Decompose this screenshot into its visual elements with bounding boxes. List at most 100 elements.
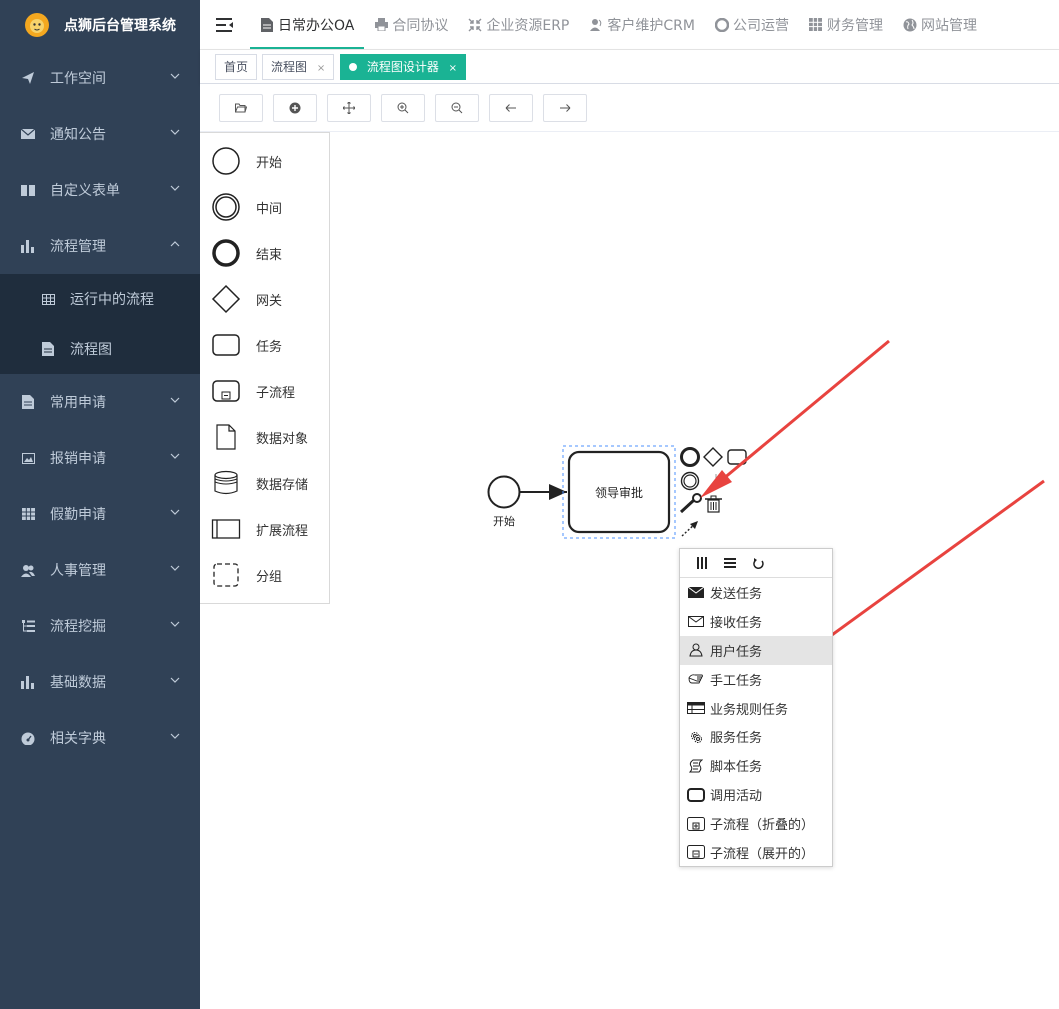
annotation-arrow-2 xyxy=(802,479,1045,656)
start-event-icon xyxy=(200,138,252,184)
loop-icon[interactable] xyxy=(744,552,772,574)
start-event-node[interactable] xyxy=(487,475,521,509)
palette-label: 任务 xyxy=(256,339,283,355)
menu-item-receive-task[interactable]: 接收任务 xyxy=(680,607,832,636)
sidebar-item-label: 运行中的流程 xyxy=(70,292,154,308)
lion-logo-icon xyxy=(25,13,49,37)
change-type-wrench-icon[interactable] xyxy=(679,493,702,514)
sidebar-item-leave[interactable]: 假勤申请 xyxy=(0,486,200,542)
close-icon[interactable]: × xyxy=(448,63,458,74)
sidebar-item-common-applications[interactable]: 常用申请 xyxy=(0,374,200,430)
palette-intermediate-event[interactable]: 中间 xyxy=(200,184,328,230)
menu-item-subprocess-collapsed[interactable]: 子流程（折叠的） xyxy=(680,809,832,838)
undo-button[interactable] xyxy=(489,94,533,122)
envelope-outline-icon xyxy=(686,613,706,629)
zoom-out-button[interactable] xyxy=(435,94,479,122)
chevron-down-icon xyxy=(170,565,180,571)
move-canvas-button[interactable] xyxy=(327,94,371,122)
sidebar-item-running-processes[interactable]: 运行中的流程 xyxy=(0,274,200,324)
menu-item-send-task[interactable]: 发送任务 xyxy=(680,578,832,607)
append-end-event-icon[interactable] xyxy=(680,447,700,467)
parallel-multi-instance-icon[interactable] xyxy=(688,552,716,574)
topnav-tab-operations[interactable]: 公司运营 xyxy=(705,0,799,49)
chevron-down-icon xyxy=(170,73,180,79)
tag-home[interactable]: 首页 xyxy=(215,54,258,80)
sidebar-item-label: 报销申请 xyxy=(50,451,106,467)
palette-pool[interactable]: 扩展流程 xyxy=(200,506,328,552)
palette-task[interactable]: 任务 xyxy=(200,322,328,368)
hand-icon xyxy=(686,671,706,687)
close-icon[interactable]: × xyxy=(316,63,326,74)
bar-chart-icon xyxy=(20,238,36,254)
sidebar-item-label: 通知公告 xyxy=(50,127,106,143)
chevron-down-icon xyxy=(170,397,180,403)
delete-trash-icon[interactable] xyxy=(705,495,722,513)
connect-arrow-icon[interactable] xyxy=(681,521,698,537)
palette-subprocess[interactable]: 子流程 xyxy=(200,368,328,414)
topnav-tab-erp[interactable]: 企业资源ERP xyxy=(458,0,579,49)
topnav-tab-contracts[interactable]: 合同协议 xyxy=(364,0,458,49)
hamburger-toggle[interactable] xyxy=(200,0,250,49)
lifebuoy-icon xyxy=(714,17,729,32)
task-node[interactable] xyxy=(567,450,671,534)
palette-group[interactable]: 分组 xyxy=(200,552,328,598)
topnav-tab-oa[interactable]: 日常办公OA xyxy=(250,0,365,49)
sidebar-item-workspace[interactable]: 工作空间 xyxy=(0,50,200,106)
tag-flowchart-designer[interactable]: 流程图设计器 × xyxy=(340,54,467,80)
sidebar-item-basic-data[interactable]: 基础数据 xyxy=(0,654,200,710)
sidebar-item-hr[interactable]: 人事管理 xyxy=(0,542,200,598)
task-icon xyxy=(200,322,252,368)
calendar-grid-icon xyxy=(20,506,36,522)
sequential-multi-instance-icon[interactable] xyxy=(716,552,744,574)
menu-item-service-task[interactable]: 服务任务 xyxy=(680,722,832,751)
grid-icon xyxy=(40,291,56,307)
zoom-in-button[interactable] xyxy=(381,94,425,122)
app-title: 点狮后台管理系统 xyxy=(64,18,176,34)
chevron-down-icon xyxy=(170,129,180,135)
sidebar-item-dictionary[interactable]: 相关字典 xyxy=(0,710,200,766)
menu-item-call-activity[interactable]: 调用活动 xyxy=(680,780,832,809)
user-task-icon xyxy=(686,642,706,658)
subprocess-icon xyxy=(200,368,252,414)
palette-end-event[interactable]: 结束 xyxy=(200,230,328,276)
sidebar-item-reimbursement[interactable]: 报销申请 xyxy=(0,430,200,486)
subprocess-collapsed-icon xyxy=(686,816,706,832)
tag-flowchart[interactable]: 流程图 × xyxy=(262,54,335,80)
sidebar-item-process-management[interactable]: 流程管理 xyxy=(0,218,200,274)
topnav-tab-website[interactable]: 网站管理 xyxy=(893,0,987,49)
tag-label: 流程图设计器 xyxy=(366,60,439,74)
palette-data-store[interactable]: 数据存储 xyxy=(200,460,328,506)
sidebar-item-notices[interactable]: 通知公告 xyxy=(0,106,200,162)
open-file-button[interactable] xyxy=(219,94,263,122)
palette-data-object[interactable]: 数据对象 xyxy=(200,414,328,460)
palette-start-event[interactable]: 开始 xyxy=(200,138,328,184)
users-icon xyxy=(20,562,36,578)
sidebar-item-process-mining[interactable]: 流程挖掘 xyxy=(0,598,200,654)
intermediate-event-icon xyxy=(200,184,252,230)
gateway-icon xyxy=(200,276,252,322)
menu-item-script-task[interactable]: 脚本任务 xyxy=(680,751,832,780)
palette-label: 子流程 xyxy=(256,385,296,401)
menu-item-user-task[interactable]: 用户任务 xyxy=(680,635,832,665)
menu-item-manual-task[interactable]: 手工任务 xyxy=(680,665,832,694)
pool-icon xyxy=(200,506,252,552)
chevron-down-icon xyxy=(170,621,180,627)
palette-gateway[interactable]: 网关 xyxy=(200,276,328,322)
topnav-tab-crm[interactable]: 客户维护CRM xyxy=(579,0,705,49)
append-task-icon[interactable] xyxy=(727,449,747,465)
brand[interactable]: 点狮后台管理系统 xyxy=(0,0,200,50)
data-object-icon xyxy=(200,414,252,460)
append-gateway-icon[interactable] xyxy=(703,447,723,467)
new-diagram-button[interactable] xyxy=(273,94,317,122)
topnav-tab-finance[interactable]: 财务管理 xyxy=(799,0,893,49)
chevron-down-icon xyxy=(170,185,180,191)
redo-button[interactable] xyxy=(543,94,587,122)
menu-item-business-rule-task[interactable]: 业务规则任务 xyxy=(680,694,832,723)
chevron-down-icon xyxy=(170,733,180,739)
sidebar-item-label: 人事管理 xyxy=(50,563,106,579)
menu-item-subprocess-expanded[interactable]: 子流程（展开的） xyxy=(680,838,832,867)
sidebar-item-custom-forms[interactable]: 自定义表单 xyxy=(0,162,200,218)
sidebar-item-flowchart[interactable]: 流程图 xyxy=(0,324,200,374)
move-arrows-icon xyxy=(343,102,355,114)
